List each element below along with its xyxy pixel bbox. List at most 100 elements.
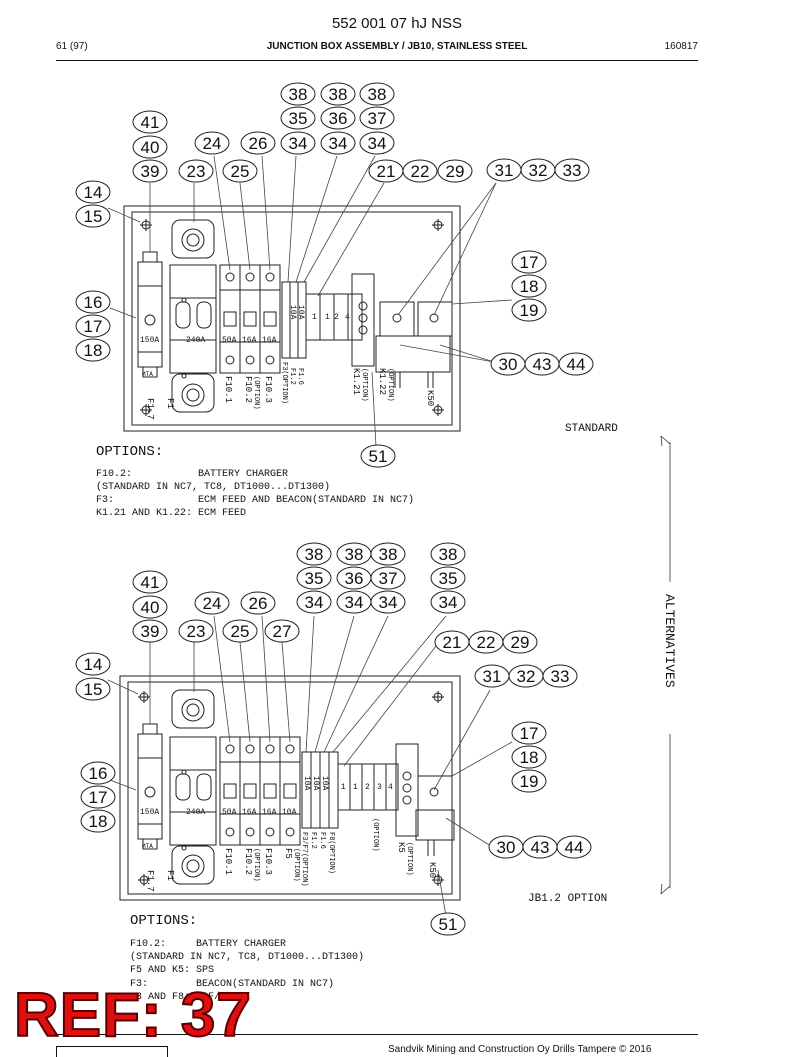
callout-balloon: 25 (222, 619, 258, 643)
component-label: F1 (165, 398, 175, 409)
balloon-number: 17 (520, 724, 539, 743)
fuse-block-f10 (219, 264, 281, 374)
component-label: (OPTION) (252, 376, 260, 410)
balloon-number: 22 (477, 633, 496, 652)
callout-balloon: 27 (264, 619, 300, 643)
balloon-number: 18 (84, 341, 103, 360)
option-ratings: 150A 240A 50A 16A 16A 10A 10A 10A 10A MT… (140, 776, 393, 850)
balloon-number: 15 (84, 207, 103, 226)
balloon-number: 29 (511, 633, 530, 652)
balloon-number: 51 (369, 447, 388, 466)
callout-balloon: 35 (280, 106, 316, 130)
box-outer-frame (119, 675, 461, 901)
rating-label: 10A (282, 808, 297, 817)
balloon-number: 18 (520, 748, 539, 767)
component-label: F1.2 (288, 368, 296, 385)
balloon-number: 40 (141, 598, 160, 617)
strip-number: 2 (334, 313, 339, 322)
balloon-number: 37 (379, 569, 398, 588)
standard-leader-lines (107, 155, 513, 447)
callout-balloon: 14 (75, 180, 111, 204)
footer-copyright: Sandvik Mining and Construction Oy Drill… (388, 1044, 652, 1055)
component-label: (OPTION) (386, 368, 394, 402)
component-label: F8(OPTION) (327, 832, 335, 874)
callout-balloon: 30 (488, 835, 524, 859)
rating-label: 50A (222, 336, 237, 345)
callout-balloon: 26 (240, 591, 276, 615)
rating-label: 240A (186, 336, 205, 345)
small-fuse-strip (281, 281, 307, 359)
component-label: K50 (425, 390, 435, 406)
callout-balloon: 37 (370, 566, 406, 590)
component-label: K1.22 (377, 368, 387, 395)
balloon-number: 31 (483, 667, 502, 686)
balloon-number: 32 (517, 667, 536, 686)
balloon-number: 14 (84, 655, 103, 674)
balloon-number: 38 (379, 545, 398, 564)
options-line: F10.2: BATTERY CHARGER (96, 469, 288, 480)
option-assembly (119, 675, 461, 901)
component-label: F3/F7(OPTION) (300, 832, 308, 887)
callout-balloon: 16 (75, 290, 111, 314)
page-number: 61 (97) (56, 41, 88, 52)
callout-balloon: 36 (336, 566, 372, 590)
rating-label: 10A (320, 776, 329, 791)
component-label: K50 (427, 862, 437, 878)
option-component-labels: F1.7 F1 F10.1 F10.2 (OPTION) F10.3 F5 (O… (145, 818, 437, 892)
callout-balloon: 19 (511, 298, 547, 322)
callout-balloon: 21 (434, 630, 470, 654)
component-label: F1.2 (309, 832, 317, 849)
balloon-number: 15 (84, 680, 103, 699)
callout-balloon: 24 (194, 131, 230, 155)
callout-balloon: 38 (430, 542, 466, 566)
balloon-number: 43 (531, 838, 550, 857)
callout-balloon: 19 (511, 769, 547, 793)
alternatives-label: ALTERNATIVES (662, 594, 677, 688)
callout-balloon: 31 (486, 158, 522, 182)
options-line: F3: BEACON(STANDARD IN NC7) (130, 978, 334, 990)
component-label: (OPTION) (292, 848, 300, 882)
balloon-number: 38 (439, 545, 458, 564)
standard-assembly (123, 205, 461, 432)
balloon-number: 34 (368, 134, 387, 153)
callout-balloon: 17 (511, 721, 547, 745)
callout-balloon: 35 (296, 566, 332, 590)
callout-balloon: 41 (132, 570, 168, 594)
mounting-hole-icon (138, 874, 150, 886)
component-label: F10.2 (243, 848, 253, 875)
callout-balloon: 21 (368, 159, 404, 183)
component-label: K5 (396, 842, 406, 853)
callout-balloon: 34 (430, 590, 466, 614)
options-line: K1.21 AND K1.22: ECM FEED (96, 508, 246, 519)
balloon-number: 26 (249, 134, 268, 153)
balloon-number: 25 (231, 622, 250, 641)
balloon-number: 23 (187, 622, 206, 641)
callout-balloon: 41 (132, 110, 168, 134)
callout-balloon: 34 (280, 131, 316, 155)
component-label: F10.3 (263, 848, 273, 875)
rating-label: 16A (242, 336, 257, 345)
options-line: F3 AND F8: WCF/FOREX (130, 991, 250, 1003)
balloon-number: 24 (203, 134, 222, 153)
callout-balloon: 18 (80, 809, 116, 833)
callout-balloon: 18 (511, 745, 547, 769)
footer-logo (56, 1046, 168, 1057)
terminal-strip (337, 763, 399, 811)
component-label: F1.6 (296, 368, 304, 385)
standard-component-labels: F1.7 F1 F10.1 F10.2 (OPTION) F10.3 F3(OP… (145, 362, 435, 420)
balloon-number: 21 (443, 633, 462, 652)
callout-balloon: 22 (468, 630, 504, 654)
callout-balloon: 18 (75, 338, 111, 362)
component-label: (OPTION) (252, 848, 260, 882)
relay-column-k1 (351, 273, 375, 367)
component-label: (OPTION) (360, 368, 368, 402)
component-label: (OPTION) (371, 818, 379, 852)
balloon-number: 38 (345, 545, 364, 564)
main-fuse-f1 (169, 219, 217, 413)
balloon-number: 37 (368, 109, 387, 128)
component-label: K1.21 (351, 368, 361, 395)
component-label: F1.7 (145, 870, 155, 892)
balloon-number: 26 (249, 594, 268, 613)
callout-balloon: 23 (178, 619, 214, 643)
